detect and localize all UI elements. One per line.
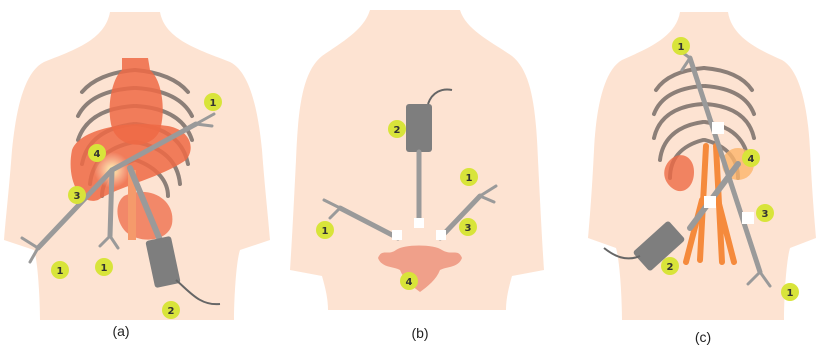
svg-text:1: 1 [466,173,473,184]
port-badge: 2 [388,120,406,138]
svg-text:3: 3 [74,191,81,202]
svg-text:4: 4 [94,149,101,160]
port-badge: 1 [460,168,478,186]
svg-text:1: 1 [787,288,794,299]
port-badge: 2 [162,301,180,319]
svg-text:2: 2 [168,306,175,317]
port-badge: 1 [316,221,334,239]
port-badge: 3 [756,204,774,222]
port-badge: 4 [88,144,106,162]
port-badge: 3 [459,218,477,236]
camera-b [406,104,432,152]
port-badge: 2 [661,257,679,275]
svg-text:2: 2 [394,125,401,136]
panel-c-caption: (c) [695,329,711,345]
svg-text:3: 3 [465,223,472,234]
svg-text:1: 1 [678,42,685,53]
svg-text:3: 3 [762,209,769,220]
port-badge: 3 [68,186,86,204]
trocar-b-1 [414,218,424,228]
trocar-c-3 [704,196,716,208]
port-badge: 1 [95,258,113,276]
port-badge: 1 [51,261,69,279]
panel-b-caption: (b) [411,325,428,341]
port-badge: 1 [781,283,799,301]
port-badge: 4 [742,149,760,167]
svg-text:1: 1 [101,263,108,274]
port-badge: 1 [204,93,222,111]
svg-text:1: 1 [210,98,217,109]
svg-text:4: 4 [748,154,755,165]
trocar-b-3 [436,230,446,240]
panel-a-caption: (a) [112,323,129,339]
svg-text:1: 1 [57,266,64,277]
port-badge: 4 [400,272,418,290]
svg-text:4: 4 [406,277,413,288]
panel-c-figure [588,12,816,320]
port-badge: 1 [672,37,690,55]
trocar-b-2 [392,230,402,240]
panel-b-figure [290,10,544,310]
svg-text:2: 2 [667,262,674,273]
trocar-c-1 [712,122,724,134]
svg-text:1: 1 [322,226,329,237]
panel-a-figure [4,12,270,320]
trocar-c-2 [742,212,754,224]
